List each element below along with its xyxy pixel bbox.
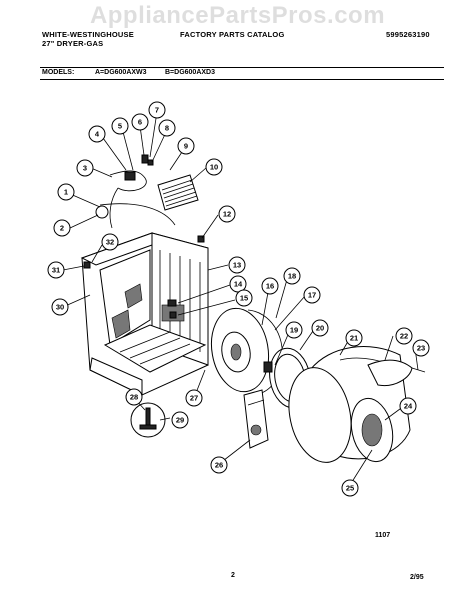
access-panel-part — [243, 389, 269, 449]
callout-2: 2 — [53, 219, 71, 237]
svg-text:20: 20 — [316, 324, 324, 333]
svg-text:18: 18 — [288, 272, 296, 281]
svg-text:9: 9 — [184, 142, 188, 151]
svg-text:10: 10 — [210, 163, 218, 172]
small-part-12 — [197, 235, 205, 243]
callout-21: 21 — [345, 329, 363, 347]
callout-1: 1 — [57, 183, 75, 201]
callout-28: 28 — [125, 388, 143, 406]
spring-part — [411, 367, 426, 373]
small-part-15 — [169, 311, 177, 319]
model-a: A=DG600AXW3 — [95, 69, 147, 76]
callout-18: 18 — [283, 267, 301, 285]
callout-13: 13 — [228, 256, 246, 274]
catalog-title: FACTORY PARTS CATALOG — [180, 30, 285, 39]
svg-text:4: 4 — [95, 130, 100, 139]
svg-text:14: 14 — [234, 280, 243, 289]
callout-3: 3 — [76, 159, 94, 177]
callout-8: 8 — [158, 119, 176, 137]
small-part-6 — [141, 154, 149, 164]
svg-text:31: 31 — [52, 266, 60, 275]
svg-text:29: 29 — [176, 416, 184, 425]
front-bulkhead-part — [210, 307, 283, 396]
small-part-8 — [147, 159, 154, 166]
svg-text:32: 32 — [106, 238, 114, 247]
callout-30: 30 — [51, 298, 69, 316]
callout-15: 15 — [235, 289, 253, 307]
callout-26: 26 — [210, 456, 228, 474]
svg-text:2: 2 — [60, 224, 64, 233]
callout-20: 20 — [311, 319, 329, 337]
svg-text:17: 17 — [308, 291, 316, 300]
callout-19: 19 — [285, 321, 303, 339]
models-label: MODELS: — [42, 69, 75, 76]
callout-12: 12 — [218, 205, 236, 223]
callout-32: 32 — [101, 233, 119, 251]
cabinet-part — [80, 232, 209, 396]
callout-31: 31 — [47, 261, 65, 279]
svg-text:1: 1 — [64, 188, 68, 197]
svg-text:19: 19 — [290, 326, 298, 335]
brand-line-1: WHITE-WESTINGHOUSE — [42, 30, 134, 39]
callout-10: 10 — [205, 158, 223, 176]
svg-text:6: 6 — [138, 118, 142, 127]
callout-27: 27 — [185, 389, 203, 407]
callout-22: 22 — [395, 327, 413, 345]
callout-24: 24 — [399, 397, 417, 415]
svg-text:30: 30 — [56, 303, 64, 312]
callout-6: 6 — [131, 113, 149, 131]
rule-top — [40, 67, 444, 68]
svg-text:26: 26 — [215, 461, 223, 470]
svg-text:21: 21 — [350, 334, 358, 343]
callout-29: 29 — [171, 411, 189, 429]
callout-25: 25 — [341, 479, 359, 497]
svg-text:22: 22 — [400, 332, 408, 341]
leveling-leg-part — [130, 402, 166, 438]
small-part-31 — [83, 261, 91, 269]
drum-part — [288, 346, 411, 463]
brand-line-2: 27" DRYER-GAS — [42, 39, 104, 48]
small-part-14 — [167, 299, 177, 307]
catalog-number: 5995263190 — [386, 30, 430, 39]
svg-text:12: 12 — [223, 210, 231, 219]
header-brand: WHITE-WESTINGHOUSE 27" DRYER-GAS — [42, 30, 134, 48]
callout-16: 16 — [261, 277, 279, 295]
svg-text:28: 28 — [130, 393, 138, 402]
svg-text:13: 13 — [233, 261, 241, 270]
leader-lines — [62, 111, 419, 486]
callout-23: 23 — [412, 339, 430, 357]
harness-part — [99, 170, 176, 229]
svg-text:23: 23 — [417, 344, 425, 353]
callout-17: 17 — [303, 286, 321, 304]
page-number: 2 — [231, 572, 235, 579]
svg-text:3: 3 — [83, 164, 87, 173]
svg-text:27: 27 — [190, 394, 198, 403]
callout-5: 5 — [111, 117, 129, 135]
callout-4: 4 — [88, 125, 106, 143]
diagram-code: 1107 — [375, 532, 391, 539]
svg-text:24: 24 — [404, 402, 413, 411]
svg-text:8: 8 — [165, 124, 169, 133]
lint-filter-part — [157, 174, 199, 211]
catalog-date: 2/95 — [410, 574, 424, 581]
svg-text:5: 5 — [118, 122, 122, 131]
svg-text:7: 7 — [155, 106, 159, 115]
model-b: B=DG600AXD3 — [165, 69, 215, 76]
small-part-1 — [95, 205, 109, 219]
callout-7: 7 — [148, 101, 166, 119]
svg-text:15: 15 — [240, 294, 248, 303]
rule-bottom — [40, 79, 444, 80]
callout-9: 9 — [177, 137, 195, 155]
svg-text:16: 16 — [266, 282, 274, 291]
svg-text:25: 25 — [346, 484, 354, 493]
